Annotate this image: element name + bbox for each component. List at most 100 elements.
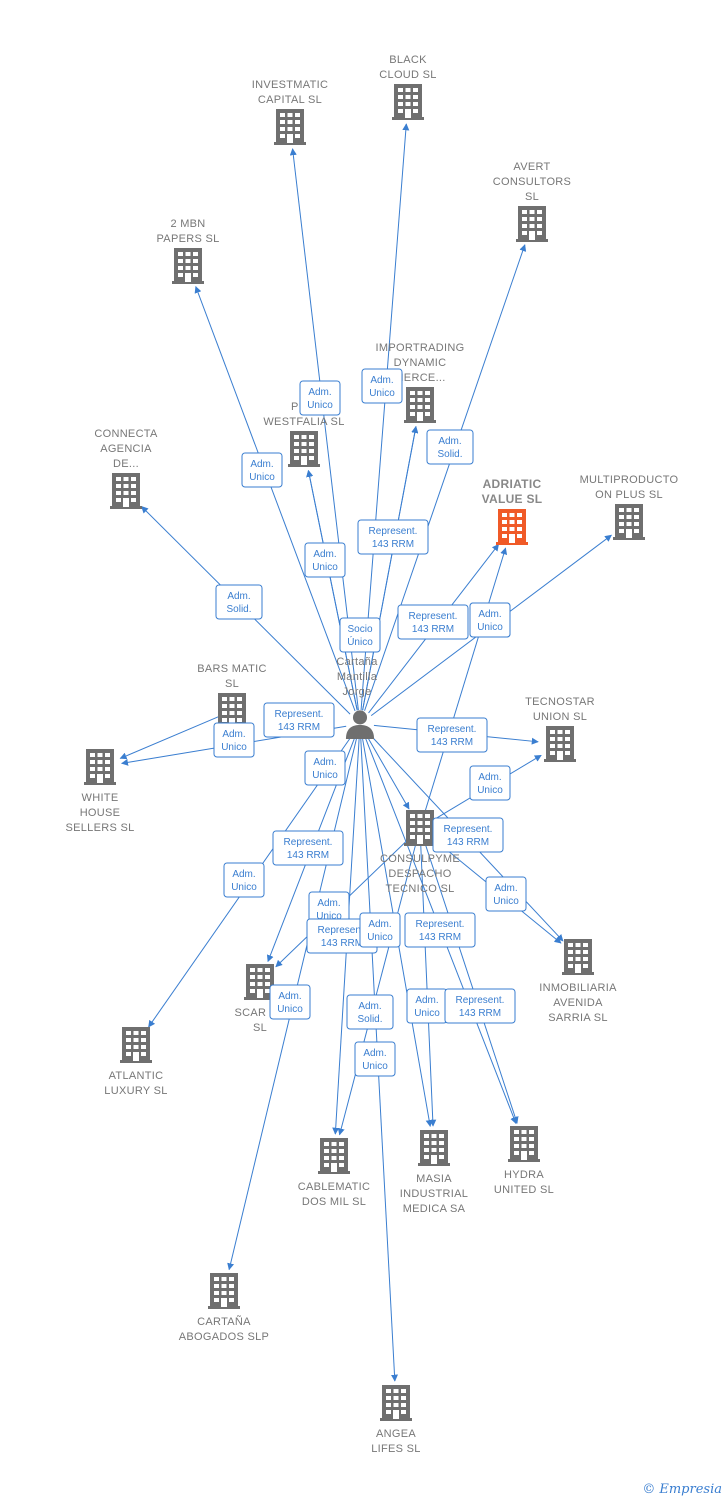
edge-label-box [416, 717, 488, 753]
edge-label-text: Represent. [456, 995, 505, 1006]
edge-label-box [263, 702, 335, 738]
edge-label[interactable]: Adm.Unico [469, 765, 511, 801]
edge-label-box [397, 604, 469, 640]
company-node-importrading[interactable]: IMPORTRADINGDYNAMICMERCE... [376, 342, 465, 423]
company-node-inmobiliaria[interactable]: INMOBILIARIA AVENIDA SARRIA SL [539, 939, 617, 1024]
edge-label[interactable]: Represent.143 RRM [404, 912, 476, 948]
brand-name: Empresia [659, 1482, 722, 1497]
building-icon [392, 84, 424, 120]
company-name-line: CONSULTORS [493, 176, 571, 188]
edge-label[interactable]: Adm.Unico [354, 1041, 396, 1077]
company-name-line: CABLEMATIC [298, 1181, 370, 1193]
edge-label[interactable]: Adm.Unico [469, 602, 511, 638]
edge-label[interactable]: Adm.Unico [485, 876, 527, 912]
edge-consulpyme-masia [420, 841, 437, 1127]
company-name-line: VALUE SL [482, 492, 543, 506]
edge-label[interactable]: Adm.Solid. [426, 429, 474, 465]
company-name-line: CONSULPYME [380, 853, 460, 865]
edge-label-text: 143 RRM [447, 837, 489, 848]
company-name-line: MERCE... [394, 372, 445, 384]
edge-label[interactable]: Represent. 143 RRM [432, 817, 504, 853]
edge-label[interactable]: Adm.Solid. [215, 584, 263, 620]
edge-label[interactable]: Adm.Unico [359, 912, 401, 948]
edge-label[interactable]: Adm.Unico [241, 452, 283, 488]
company-name-line: ADRIATIC [483, 477, 542, 491]
company-name-line: AVENIDA [553, 997, 603, 1009]
edge-label-box [357, 519, 429, 555]
edge-label[interactable]: Adm.Unico [304, 542, 346, 578]
company-name-line: SELLERS SL [65, 822, 134, 834]
edge-label[interactable]: Adm.Unico [361, 368, 403, 404]
edge-label-text: Unico [369, 388, 395, 399]
building-icon [208, 1273, 240, 1309]
edge-consulpyme-hydra [423, 841, 519, 1124]
edge-label-text: Unico [414, 1008, 440, 1019]
company-name-line: ABOGADOS SLP [179, 1331, 269, 1343]
edge-label-box [304, 542, 346, 578]
edge-label[interactable]: Adm.Unico [213, 722, 255, 758]
company-name-line: WHITE [82, 792, 119, 804]
edge-label[interactable]: Represent.143 RRM [263, 702, 335, 738]
company-name-line: SL [525, 191, 539, 203]
edge-label[interactable]: Represent.143 RRM [397, 604, 469, 640]
company-name-line: AGENCIA [100, 443, 152, 455]
building-icon [288, 431, 320, 467]
edge-label-text: Unico [362, 1061, 388, 1072]
edge-label[interactable]: Adm.Unico [223, 862, 265, 898]
company-name-line: SARRIA SL [548, 1012, 608, 1024]
company-name-line: INMOBILIARIA [539, 982, 617, 994]
edge-label-text: Represent. [444, 824, 493, 835]
company-node-connecta[interactable]: CONNECTAAGENCIADE... [94, 428, 158, 509]
building-icon [84, 749, 116, 785]
edge-label-text: Adm. [313, 549, 336, 560]
edge-label-text: Unico [367, 932, 393, 943]
edge-label-box [469, 602, 511, 638]
edge-label-text: 143 RRM [459, 1008, 501, 1019]
building-icon [496, 509, 528, 545]
edge-label-text: 143 RRM [412, 624, 454, 635]
company-name-line: SL [253, 1022, 267, 1034]
edge-label-text: Adm. [415, 995, 438, 1006]
edge-label-text: Adm. [358, 1001, 381, 1012]
edge-label-box [432, 817, 504, 853]
building-icon [404, 387, 436, 423]
edge-label-text: Unico [477, 785, 503, 796]
edge-label[interactable]: Adm.Unico [299, 380, 341, 416]
edge-label-box [469, 765, 511, 801]
edge-label[interactable]: Represent.143 RRM [357, 519, 429, 555]
edge-label-box [304, 750, 346, 786]
edge-label-box [272, 830, 344, 866]
edge-label-text: Adm. [494, 883, 517, 894]
edge-label-text: Adm. [227, 591, 250, 602]
edge-label-box [346, 994, 394, 1030]
edge-label[interactable]: Adm. Unico [406, 988, 448, 1024]
edge-jorge-avert [364, 244, 527, 711]
edge-label[interactable]: Adm.Unico [304, 750, 346, 786]
edge-label[interactable]: Represent. 143 RRM [444, 988, 516, 1024]
edge-label[interactable]: Adm.Solid. [346, 994, 394, 1030]
edge-label-text: Unico [221, 742, 247, 753]
edge-label[interactable]: Adm.Unico [269, 984, 311, 1020]
edge-label[interactable]: Represent.143 RRM [272, 830, 344, 866]
building-icon [516, 206, 548, 242]
person-name-line: Jorge [342, 686, 371, 698]
edge-label[interactable]: Represent.143 RRM [416, 717, 488, 753]
